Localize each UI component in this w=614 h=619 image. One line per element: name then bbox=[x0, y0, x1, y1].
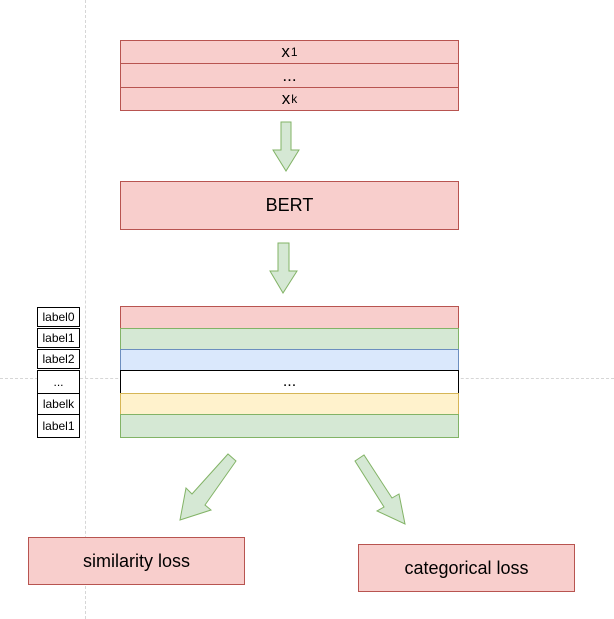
bert-block: BERT bbox=[120, 181, 459, 230]
arrow-to-categorical-loss bbox=[354, 454, 406, 525]
bert-label: BERT bbox=[265, 195, 314, 215]
arrow-input-to-bert bbox=[272, 121, 300, 172]
input-ellipsis-text: ... bbox=[282, 65, 297, 85]
input-xk-sub: k bbox=[291, 92, 298, 106]
label-box-ellipsis: ... bbox=[37, 370, 80, 394]
label-box-2: label2 bbox=[37, 349, 80, 369]
label-box-last: label1 bbox=[37, 414, 80, 438]
label-box-1: label1 bbox=[37, 328, 80, 348]
categorical-loss-box: categorical loss bbox=[358, 544, 575, 592]
label-box-0: label0 bbox=[37, 307, 80, 327]
label-text-k: labelk bbox=[42, 397, 75, 411]
categorical-loss-label: categorical loss bbox=[404, 557, 529, 578]
similarity-loss-label: similarity loss bbox=[82, 550, 190, 571]
label-text-1: label1 bbox=[42, 331, 75, 345]
arrow-bert-to-output bbox=[269, 242, 298, 294]
label-text-ellipsis: ... bbox=[53, 375, 64, 389]
guide-line-vertical bbox=[85, 0, 86, 619]
input-x1-base: x bbox=[281, 42, 290, 61]
output-ellipsis-text: ... bbox=[282, 373, 297, 390]
label-text-0: label0 bbox=[42, 310, 75, 324]
arrow-to-similarity-loss bbox=[179, 453, 237, 521]
label-text-2: label2 bbox=[42, 352, 75, 366]
input-xk-base: x bbox=[281, 89, 291, 108]
output-row-last bbox=[120, 414, 459, 438]
label-text-last: label1 bbox=[42, 419, 75, 433]
similarity-loss-box: similarity loss bbox=[28, 537, 245, 585]
input-x1-sub: 1 bbox=[290, 45, 298, 59]
input-row-ellipsis: ... bbox=[120, 63, 459, 88]
